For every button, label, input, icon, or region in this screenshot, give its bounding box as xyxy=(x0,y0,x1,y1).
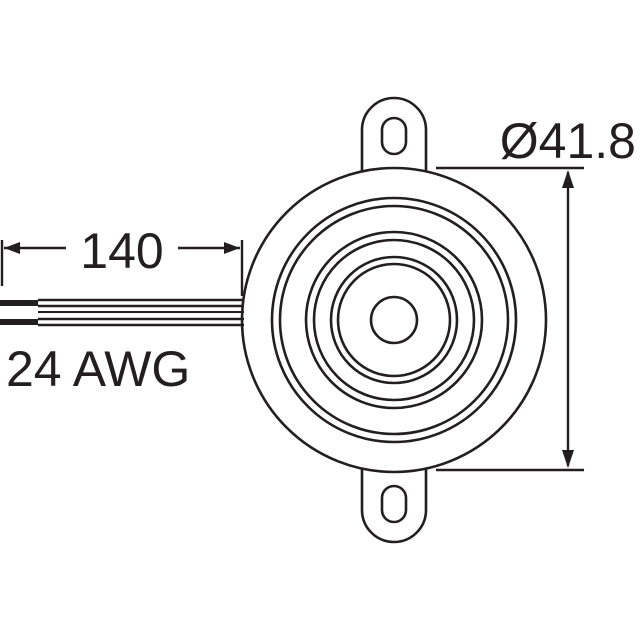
wire-leads xyxy=(0,298,244,327)
housing-ring-3 xyxy=(278,204,510,436)
wire-stripped-end-top xyxy=(0,300,38,306)
bottom-mounting-hole xyxy=(380,484,408,524)
top-mounting-tab xyxy=(360,96,428,180)
arrowhead-left xyxy=(4,242,20,254)
arrowhead-right xyxy=(224,242,240,254)
sound-port xyxy=(369,295,419,345)
housing-ring-2 xyxy=(270,196,518,444)
housing-ring-6 xyxy=(329,255,459,385)
arrowhead-bottom xyxy=(562,450,574,468)
bottom-mounting-tab xyxy=(360,460,428,544)
wire-gauge-label: 24 AWG xyxy=(6,341,190,397)
diameter-dimension: Ø41.8 xyxy=(436,113,636,472)
outer-housing-ring xyxy=(240,166,548,474)
diameter-label: Ø41.8 xyxy=(500,113,636,169)
buzzer-body xyxy=(240,166,548,474)
housing-ring-4 xyxy=(304,230,484,410)
arrowhead-top xyxy=(562,170,574,188)
top-mounting-hole xyxy=(380,116,408,156)
wire-stripped-end-bottom xyxy=(0,319,38,325)
lead-length-dimension: 140 xyxy=(0,223,244,296)
housing-ring-5 xyxy=(312,238,476,402)
lead-length-label: 140 xyxy=(80,223,163,279)
housing-ring-7 xyxy=(336,262,452,378)
